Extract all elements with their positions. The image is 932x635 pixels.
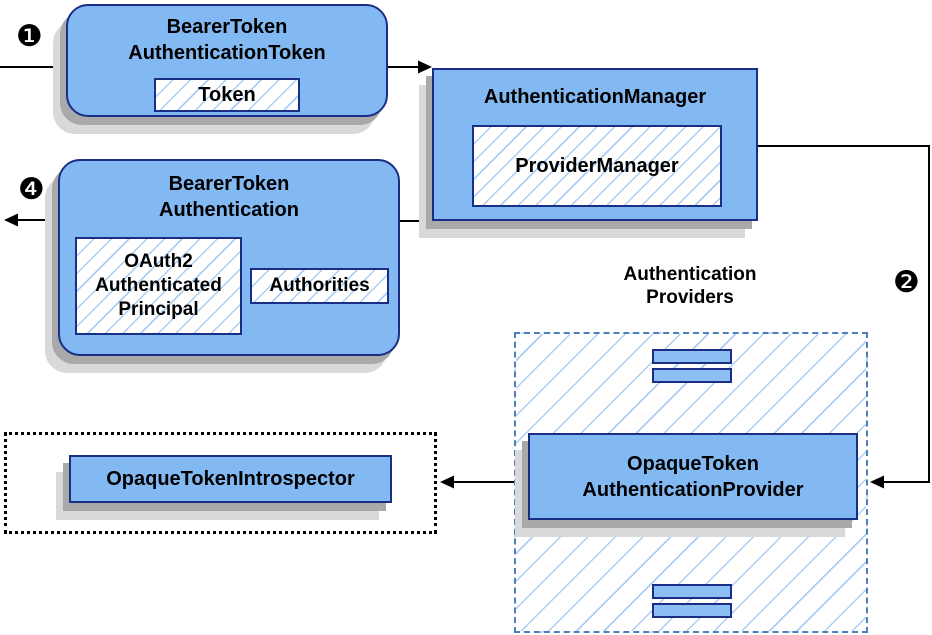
node-title: OpaqueToken AuthenticationProvider xyxy=(582,452,804,501)
step-1-marker: ❶ xyxy=(16,20,43,53)
node-bearer-token-authentication-token: BearerToken AuthenticationToken Token xyxy=(66,4,388,117)
node-bearer-token-authentication: BearerToken Authentication OAuth2 Authen… xyxy=(58,159,400,356)
node-opaque-token-authentication-provider: OpaqueToken AuthenticationProvider xyxy=(528,433,858,520)
provider-manager-chip: ProviderManager xyxy=(472,125,722,207)
step-4-marker: ❹ xyxy=(18,173,45,206)
arrowhead-authentication-out xyxy=(4,213,18,227)
arrowhead-to-authentication-manager xyxy=(418,60,432,74)
step-2-marker: ❷ xyxy=(893,266,920,299)
provider-slot-bar xyxy=(652,603,732,618)
authorities-chip: Authorities xyxy=(250,268,389,304)
node-opaque-token-introspector: OpaqueTokenIntrospector xyxy=(69,455,392,503)
node-authentication-manager: AuthenticationManager ProviderManager xyxy=(432,68,758,221)
node-title: BearerToken AuthenticationToken xyxy=(128,16,326,64)
arrowhead-provider-to-introspector xyxy=(440,475,454,489)
provider-slot-bar xyxy=(652,584,732,599)
node-title: AuthenticationManager xyxy=(483,86,707,108)
arrowhead-to-provider xyxy=(870,475,884,489)
node-title: OpaqueTokenIntrospector xyxy=(106,468,355,490)
oauth2-authenticated-principal-chip: OAuth2 Authenticated Principal xyxy=(75,237,242,335)
token-chip: Token xyxy=(154,78,300,112)
provider-slot-bar xyxy=(652,349,732,364)
authentication-providers-label: Authentication Providers xyxy=(623,264,757,308)
node-title: BearerToken Authentication xyxy=(159,173,299,221)
provider-slot-bar xyxy=(652,368,732,383)
